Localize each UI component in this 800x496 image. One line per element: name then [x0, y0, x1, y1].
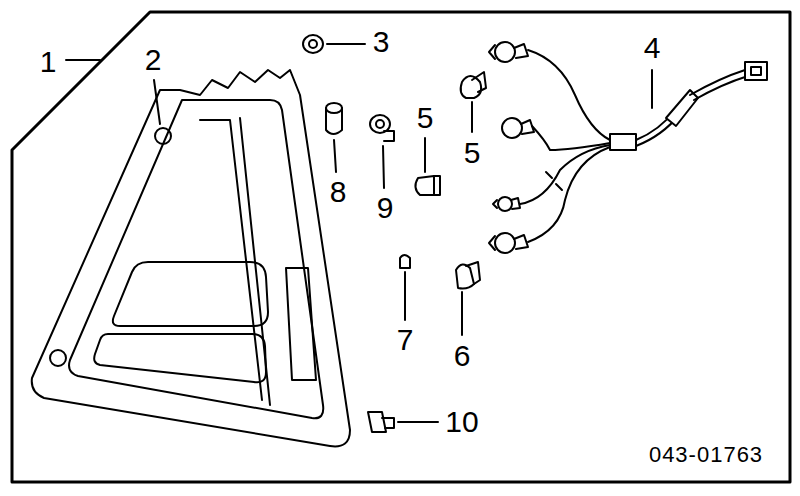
callout-number: 2: [145, 45, 162, 75]
lamp-section: [94, 334, 266, 382]
leader-line: [461, 292, 463, 335]
callout-number: 7: [397, 325, 414, 355]
lamp-section: [113, 262, 268, 326]
callout-number: 9: [377, 193, 394, 223]
tail-lamp: [32, 70, 350, 446]
clip: [368, 412, 394, 432]
mounting-hole: [155, 128, 171, 144]
mounting-hole: [50, 350, 66, 366]
callout-number: 3: [373, 27, 390, 57]
diagram-code: 043-01763: [649, 444, 763, 466]
lamp-divider: [200, 120, 262, 400]
bulb: [400, 255, 410, 268]
callout-number: 5: [417, 103, 434, 133]
callout-number: 6: [454, 341, 471, 371]
leader-line: [154, 80, 160, 124]
bulb: [461, 72, 486, 98]
callout-number: 4: [644, 33, 661, 63]
leader-line: [651, 70, 653, 108]
leader-line: [404, 272, 406, 320]
lamp-reflector: [286, 268, 316, 380]
lamp-outline: [32, 70, 350, 446]
leader-line: [471, 102, 473, 132]
callout-number: 5: [464, 138, 481, 168]
wire-tie: [546, 172, 562, 190]
callout-number: 8: [330, 177, 347, 207]
leader-lines: [66, 44, 652, 422]
washer: [303, 35, 323, 53]
callout-number: 10: [445, 407, 478, 437]
bulb: [456, 262, 480, 289]
leader-line: [424, 138, 426, 172]
wiring-harness: [489, 42, 767, 253]
lamp-lens-edge: [69, 100, 323, 418]
socket: [370, 115, 394, 141]
leader-line: [66, 59, 100, 61]
callout-number: 1: [40, 47, 57, 77]
frame-border: [12, 12, 790, 482]
leader-line: [327, 43, 365, 45]
leader-line: [383, 146, 384, 188]
grommet: [326, 103, 342, 134]
bulb: [415, 176, 440, 195]
leader-line: [334, 140, 336, 172]
leader-line: [398, 421, 438, 423]
